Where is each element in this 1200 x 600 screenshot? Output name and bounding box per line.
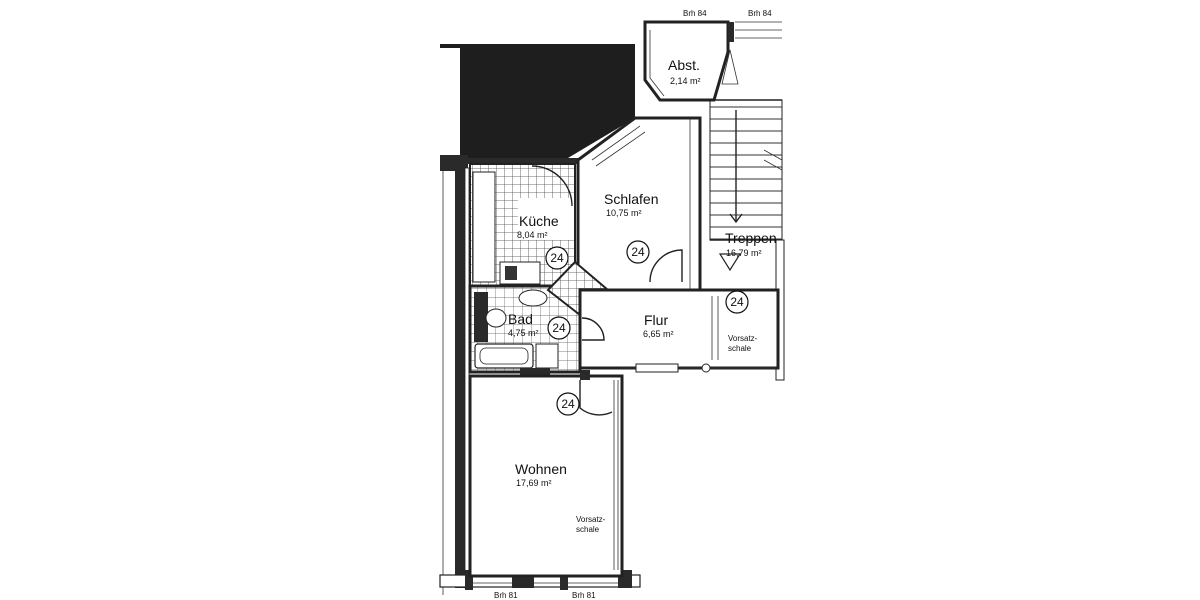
- room-wohnen-name: Wohnen: [515, 461, 567, 477]
- svg-text:24: 24: [631, 245, 645, 259]
- kitchen-area: [469, 163, 576, 287]
- room-kueche-area: 8,04 m²: [517, 230, 548, 240]
- note-vorsatzschale-wohnen-1: Vorsatz-: [576, 515, 606, 524]
- brh-label-bottom-right: Brh 81: [572, 591, 596, 600]
- room-wohnen-area: 17,69 m²: [516, 478, 552, 488]
- room-treppen-area: 16,79 m²: [726, 248, 762, 258]
- door-marker-kitchen: 24: [545, 246, 569, 270]
- door-marker-bedroom: 24: [626, 240, 650, 264]
- room-bad-name: Bad: [508, 311, 533, 327]
- svg-text:24: 24: [730, 295, 744, 309]
- room-abst-area: 2,14 m²: [670, 76, 701, 86]
- room-treppen-name: Treppen: [725, 230, 777, 246]
- svg-text:24: 24: [550, 251, 564, 265]
- living-room-walls: [468, 370, 624, 578]
- svg-text:24: 24: [561, 397, 575, 411]
- room-schlafen-name: Schlafen: [604, 191, 658, 207]
- door-marker-living: 24: [556, 392, 580, 416]
- room-abst-name: Abst.: [668, 57, 700, 73]
- door-marker-stairs: 24: [725, 290, 749, 314]
- brh-label-top-left: Brh 84: [683, 9, 707, 18]
- room-schlafen-area: 10,75 m²: [606, 208, 642, 218]
- room-bad-area: 4,75 m²: [508, 328, 539, 338]
- svg-text:24: 24: [552, 321, 566, 335]
- door-marker-bathroom: 24: [547, 316, 571, 340]
- stair-core: [643, 20, 785, 381]
- note-vorsatzschale-flur-1: Vorsatz-: [728, 334, 758, 343]
- room-flur-area: 6,65 m²: [643, 329, 674, 339]
- room-kueche-name: Küche: [519, 213, 559, 229]
- note-vorsatzschale-wohnen-2: schale: [576, 525, 600, 534]
- room-flur-name: Flur: [644, 312, 668, 328]
- brh-label-top-right: Brh 84: [748, 9, 772, 18]
- terrace-block: [440, 44, 635, 158]
- note-vorsatzschale-flur-2: schale: [728, 344, 752, 353]
- brh-label-bottom-left: Brh 81: [494, 591, 518, 600]
